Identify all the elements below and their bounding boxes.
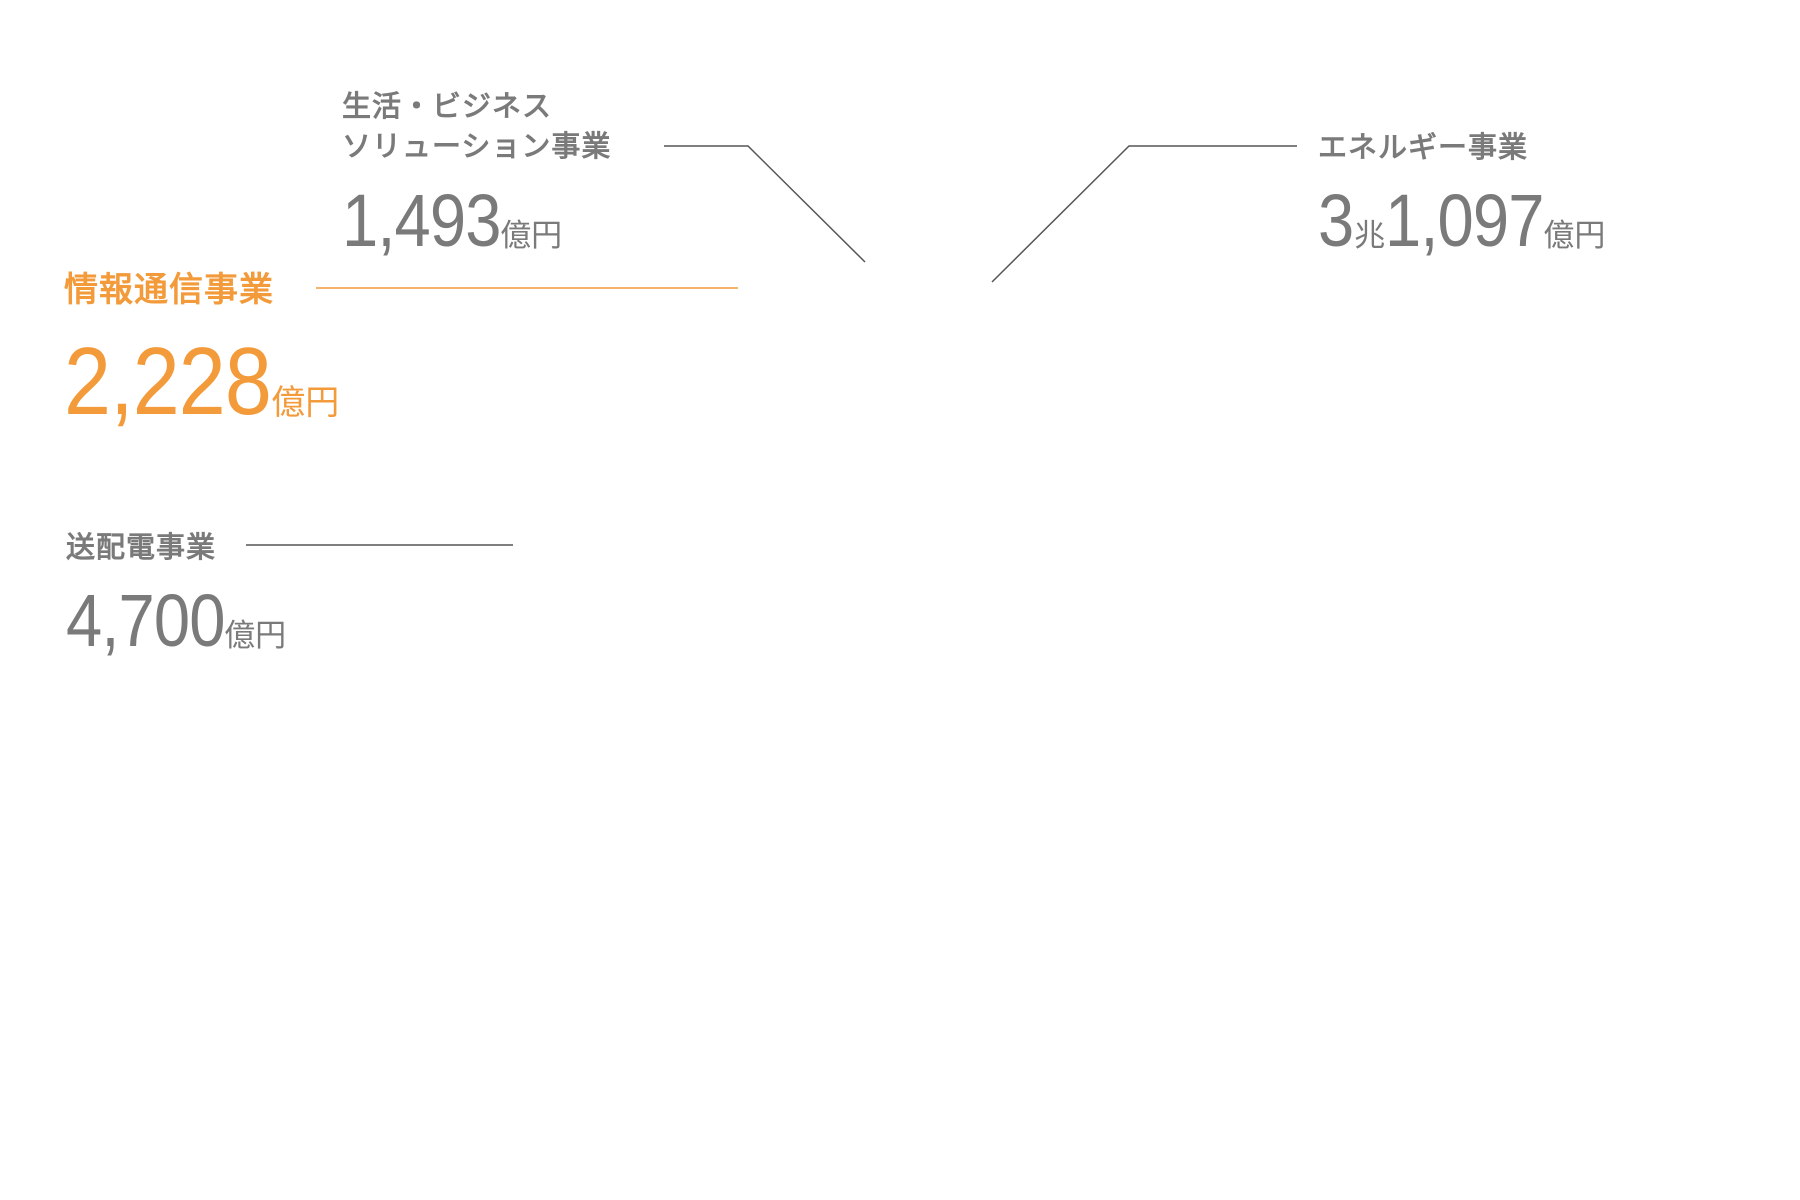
value-unit: 億円	[271, 383, 340, 423]
segment-value-telecom: 2,228億円	[64, 334, 339, 430]
segment-value-life-business: 1,493億円	[342, 184, 562, 258]
leader-line-life-business	[664, 145, 866, 263]
value-number: 4,700	[66, 579, 225, 662]
leader-line-energy	[991, 145, 1297, 283]
label-line-2: ソリューション事業	[342, 129, 612, 163]
segment-value-energy: 3兆1,097億円	[1318, 184, 1605, 258]
segment-label-life-business: 生活・ビジネス ソリューション事業	[342, 86, 611, 166]
segment-value-transmission: 4,700億円	[66, 584, 286, 658]
value-unit: 億円	[500, 218, 563, 254]
value-unit: 億円	[1543, 218, 1606, 254]
label-line-1: 生活・ビジネス	[342, 89, 553, 123]
value-number: 1,493	[342, 179, 501, 262]
value-unit: 億円	[224, 618, 287, 654]
value-trillion-unit: 兆	[1354, 218, 1386, 254]
value-number: 2,228	[64, 328, 272, 435]
segment-label-telecom: 情報通信事業	[64, 270, 274, 310]
value-number: 1,097	[1385, 179, 1544, 262]
segment-label-energy: エネルギー事業	[1318, 130, 1529, 164]
segment-label-transmission: 送配電事業	[66, 530, 217, 564]
value-trillion-number: 3	[1318, 179, 1354, 262]
